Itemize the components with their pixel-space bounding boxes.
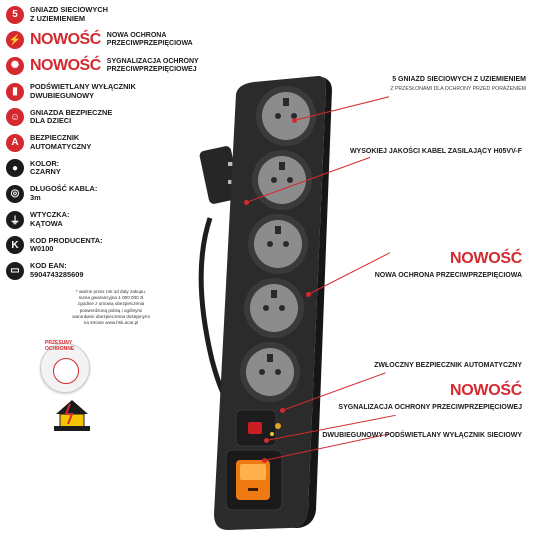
- feature-cable-length: ◎ DŁUGOŚĆ KABLA:3m: [6, 181, 214, 207]
- surge-protection-icon: ⚡: [6, 31, 24, 50]
- feature-producer-code: K KOD PRODUCENTA:W0100: [6, 232, 214, 258]
- socket-5: [240, 342, 300, 402]
- surge-indicator-icon: ✺: [6, 56, 24, 75]
- automatic-fuse-icon: A: [6, 133, 24, 152]
- nowosc-label: NOWOŚĆ: [30, 56, 101, 74]
- child-safe-sockets-icon: ☺: [6, 108, 24, 127]
- surge-protection-house-badge: [54, 400, 90, 431]
- child-face-icon: [53, 358, 79, 384]
- power-strip-illustration: [198, 76, 332, 530]
- ean-code-icon: ▭: [6, 261, 24, 280]
- illuminated-switch-icon: ▮: [6, 82, 24, 101]
- color-icon: ●: [6, 159, 24, 178]
- callout-cable: WYSOKIEJ JAKOŚCI KABEL ZASILAJĄCY H05VV-…: [349, 148, 522, 155]
- callout-indicator: NOWOŚĆ SYGNALIZACJA OCHRONY PRZECIWPRZEP…: [338, 382, 522, 411]
- surge-indicator-led: [275, 423, 281, 429]
- feature-color: ● KOLOR:CZARNY: [6, 156, 214, 182]
- callout-switch: DWUBIEGUNOWY PODŚWIETLANY WYŁĄCZNIK SIEC…: [322, 432, 522, 439]
- nowosc-label: NOWOŚĆ: [30, 31, 101, 49]
- power-switch: [225, 449, 283, 511]
- cable-length-icon: ◎: [6, 184, 24, 203]
- five-sockets-icon: 5: [6, 5, 24, 24]
- callout-sockets: 5 GNIAZD SIECIOWYCH Z UZIEMIENIEM Z PRZE…: [390, 76, 526, 92]
- socket-4: [244, 278, 304, 338]
- feature-plug: ⏚ WTYCZKA:KĄTOWA: [6, 207, 214, 233]
- socket-1: [256, 86, 316, 146]
- socket-3: [248, 214, 308, 274]
- callout-fuse: ZWŁOCZNY BEZPIECZNIK AUTOMATYCZNY: [374, 362, 522, 369]
- protective-shutters-badge: PRZESUNY OCHRONNE: [40, 340, 90, 393]
- warranty-note: * ważne przez rok od daty zakupu, suma g…: [72, 289, 150, 326]
- plug-icon: ⏚: [6, 210, 24, 229]
- producer-code-icon: K: [6, 236, 24, 255]
- callout-surge-protection: NOWOŚĆ NOWA OCHRONA PRZECIWPRZEPIĘCIOWA: [374, 250, 523, 279]
- fuse-button: [235, 409, 277, 447]
- feature-ean: ▭ KOD EAN:5904743285609: [6, 258, 214, 284]
